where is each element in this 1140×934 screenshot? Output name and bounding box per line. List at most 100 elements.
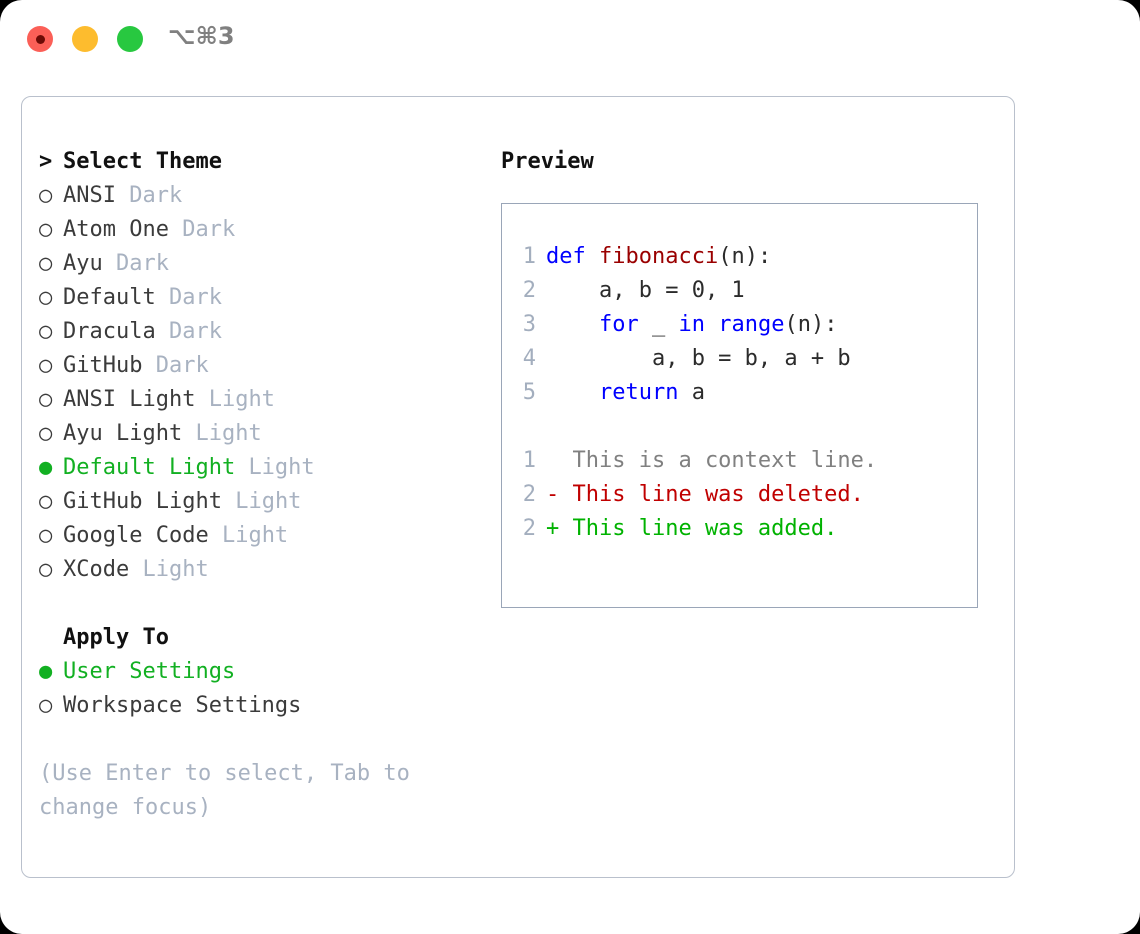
theme-list-item[interactable]: ○ Google Code Light [39, 519, 499, 553]
theme-list-item[interactable]: ○ Ayu Light Light [39, 417, 499, 451]
radio-unselected-icon[interactable]: ○ [39, 557, 53, 582]
zoom-button-icon[interactable] [117, 26, 143, 52]
theme-list-item[interactable]: ○ Default Dark [39, 281, 499, 315]
caret-icon: > [39, 149, 53, 174]
radio-unselected-icon[interactable]: ○ [39, 251, 53, 276]
label-badge-gap [235, 455, 248, 480]
theme-name-label: Dracula [63, 319, 156, 344]
code-line-text: + This line was added. [546, 512, 837, 546]
apply-to-item[interactable]: ● User Settings [39, 655, 499, 689]
radio-unselected-icon[interactable]: ○ [39, 183, 53, 208]
code-token: (n): [784, 312, 838, 337]
theme-name-label: Google Code [63, 523, 209, 548]
label-badge-gap [169, 217, 182, 242]
theme-variant-badge: Light [195, 421, 262, 446]
code-token [546, 380, 599, 405]
line-number: 2 [522, 278, 536, 303]
theme-list-item[interactable]: ○ANSI Dark [39, 179, 499, 213]
title-bar: ⌥⌘3 [0, 0, 1140, 80]
radio-unselected-icon[interactable]: ○ [39, 353, 53, 378]
theme-variant-badge: Dark [168, 285, 222, 310]
diff-sample: 1 This is a context line.2- This line wa… [502, 444, 977, 546]
label-badge-gap [142, 353, 155, 378]
code-token: def [546, 244, 599, 269]
label-badge-gap [195, 387, 208, 412]
code-line: 5 return a [502, 376, 977, 410]
radio-unselected-icon[interactable]: ○ [39, 217, 53, 242]
theme-list-item[interactable]: ○Ayu Dark [39, 247, 499, 281]
select-theme-heading-label: Select Theme [63, 149, 222, 174]
radio-selected-icon[interactable]: ● [39, 455, 53, 480]
code-token: in [678, 312, 705, 337]
theme-variant-badge: Light [248, 455, 315, 480]
apply-to-list: ● User Settings ○ Workspace Settings [39, 655, 499, 723]
radio-unselected-icon[interactable]: ○ [39, 387, 53, 412]
theme-list-item[interactable]: ○ XCode Light [39, 553, 499, 587]
theme-list-item[interactable]: ○ANSI Light Light [39, 383, 499, 417]
radio-unselected-icon[interactable]: ○ [39, 319, 53, 344]
theme-name-label: ANSI Light [63, 387, 196, 412]
code-token: + This line was added. [546, 516, 838, 541]
theme-name-label: ANSI [63, 183, 116, 208]
radio-unselected-icon[interactable]: ○ [39, 693, 53, 718]
panel-columns: >Select Theme ○ANSI Dark○Atom One Dark○A… [22, 97, 1014, 877]
theme-list-item[interactable]: ●Default Light Light [39, 451, 499, 485]
code-token: This is a context line. [546, 448, 878, 473]
code-token: (n): [718, 244, 772, 269]
close-button-icon[interactable] [27, 26, 53, 52]
label-badge-gap [103, 251, 116, 276]
theme-name-label: Atom One [63, 217, 169, 242]
code-line-text: def fibonacci(n): [546, 240, 771, 274]
theme-name-label: XCode [63, 557, 130, 582]
code-token: range [718, 312, 785, 337]
radio-unselected-icon[interactable]: ○ [39, 421, 53, 446]
label-badge-gap [156, 319, 169, 344]
theme-list-item[interactable]: ○GitHub Light Light [39, 485, 499, 519]
code-line: 2 a, b = 0, 1 [502, 274, 977, 308]
line-number: 1 [522, 448, 536, 473]
radio-selected-icon[interactable]: ● [39, 659, 53, 684]
radio-unselected-icon[interactable]: ○ [39, 523, 53, 548]
label-badge-gap [116, 183, 129, 208]
theme-variant-badge: Dark [155, 353, 209, 378]
diff-line: 1 This is a context line. [502, 444, 977, 478]
code-token [546, 312, 599, 337]
code-token: fibonacci [598, 244, 719, 269]
label-badge-gap [222, 489, 235, 514]
apply-to-label: Workspace Settings [63, 693, 302, 718]
code-line-text: for _ in range(n): [546, 308, 837, 342]
code-token [705, 312, 718, 337]
label-badge-gap [182, 421, 195, 446]
code-diff-spacer [502, 410, 977, 444]
label-badge-gap [129, 557, 142, 582]
select-theme-heading: > Select Theme [39, 145, 499, 179]
code-line: 3 for _ in range(n): [502, 308, 977, 342]
minimize-button-icon[interactable] [72, 26, 98, 52]
theme-name-label: Ayu Light [63, 421, 183, 446]
code-token: for [598, 312, 639, 337]
theme-list-item[interactable]: ○Dracula Dark [39, 315, 499, 349]
code-token: return [598, 380, 679, 405]
left-column: >Select Theme ○ANSI Dark○Atom One Dark○A… [39, 145, 499, 825]
apply-to-label: User Settings [63, 659, 236, 684]
label-badge-gap [209, 523, 222, 548]
apply-to-item[interactable]: ○ Workspace Settings [39, 689, 499, 723]
radio-unselected-icon[interactable]: ○ [39, 489, 53, 514]
line-number: 1 [522, 244, 536, 269]
code-line: 4 a, b = b, a + b [502, 342, 977, 376]
theme-name-label: Default [63, 285, 156, 310]
theme-list-item[interactable]: ○GitHub Dark [39, 349, 499, 383]
list-spacer [39, 587, 499, 621]
theme-variant-badge: Light [142, 557, 209, 582]
apply-to-heading-label: Apply To [63, 625, 169, 650]
radio-unselected-icon[interactable]: ○ [39, 285, 53, 310]
code-line: 1 def fibonacci(n): [502, 240, 977, 274]
theme-list-item[interactable]: ○Atom One Dark [39, 213, 499, 247]
theme-variant-badge: Light [235, 489, 302, 514]
theme-variant-badge: Dark [116, 251, 169, 276]
code-line-text: This is a context line. [546, 444, 877, 478]
theme-variant-badge: Light [221, 523, 289, 548]
